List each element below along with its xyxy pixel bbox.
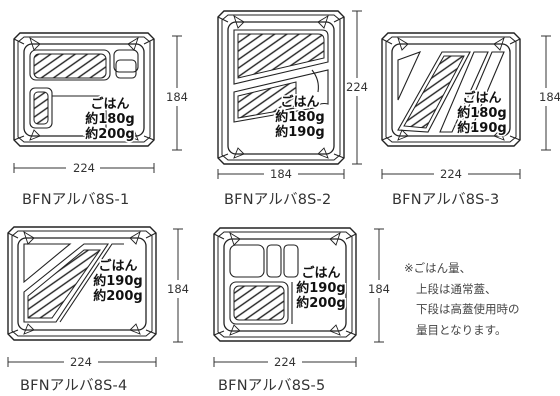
height-dimension — [374, 228, 384, 343]
rice-normal: 約190g — [296, 280, 345, 296]
model-caption: BFNアルバ8S-1 — [22, 192, 130, 208]
height-label: 224 — [346, 80, 368, 94]
container-8s-2: ごはん 約180g 約190g 184 224 — [217, 10, 368, 181]
rice-title: ごはん — [90, 96, 129, 112]
width-dimension — [7, 357, 157, 367]
rice-tall: 約190g — [275, 124, 324, 140]
model-caption: BFNアルバ8S-5 — [218, 378, 326, 394]
model-caption: BFNアルバ8S-3 — [392, 192, 500, 208]
width-dimension — [13, 163, 155, 173]
width-label: 224 — [440, 167, 462, 181]
width-label: 224 — [73, 161, 95, 175]
width-dimension — [213, 357, 357, 367]
height-label: 184 — [539, 90, 560, 104]
height-label: 184 — [166, 90, 188, 104]
note-line: ※ごはん量、 — [404, 261, 472, 275]
rice-title: ごはん — [280, 94, 319, 110]
compartment-walls — [23, 243, 124, 323]
height-label: 184 — [167, 282, 189, 296]
hatched-region — [33, 53, 107, 79]
model-caption: BFNアルバ8S-2 — [224, 192, 332, 208]
container-8s-3: ごはん 約180g 約190g 224 184 — [381, 32, 560, 181]
height-dimension — [352, 10, 362, 165]
note-line: 下段は高蓋使用時の — [416, 302, 520, 316]
width-label: 184 — [270, 167, 292, 181]
compartment-walls — [397, 51, 505, 133]
width-label: 224 — [274, 355, 296, 369]
tray-outline — [381, 32, 521, 147]
height-dimension — [173, 228, 183, 343]
rice-title: ごはん — [301, 265, 340, 281]
width-dimension — [217, 169, 345, 179]
height-dimension — [172, 35, 182, 151]
rice-tall: 約200g — [93, 288, 142, 304]
tray-outline — [213, 227, 357, 342]
rice-tall: 約200g — [85, 126, 134, 142]
hatched-region — [403, 55, 465, 129]
width-label: 224 — [70, 355, 92, 369]
hatched-region — [237, 81, 297, 119]
rice-title: ごはん — [462, 90, 501, 106]
model-caption: BFNアルバ8S-4 — [20, 378, 128, 394]
tray-outline — [13, 32, 155, 147]
note-line: 量目となります。 — [416, 322, 507, 337]
rice-normal: 約190g — [93, 273, 142, 289]
tray-outline — [7, 226, 157, 341]
height-dimension — [541, 35, 551, 151]
hatched-region — [33, 91, 49, 125]
tray-outline — [217, 10, 345, 165]
hatched-region — [237, 33, 325, 79]
compartment-walls — [229, 244, 299, 325]
container-8s-1: ごはん 約180g 約200g 224 184 — [13, 32, 188, 175]
rice-normal: 約180g — [275, 109, 324, 125]
container-8s-4: ごはん 約190g 約200g 224 184 — [7, 226, 189, 369]
rice-normal: 約180g — [85, 111, 134, 127]
compartment-walls — [233, 29, 329, 123]
rice-tall: 約200g — [296, 295, 345, 311]
hatched-region — [233, 285, 285, 321]
height-label: 184 — [368, 282, 390, 296]
container-8s-5: ごはん 約190g 約200g 224 184 — [213, 227, 390, 369]
rice-title: ごはん — [98, 258, 137, 274]
width-dimension — [381, 169, 521, 179]
note-line: 上段は通常蓋、 — [416, 281, 497, 296]
hatched-region — [27, 249, 101, 319]
rice-amount-note: ※ごはん量、 上段は通常蓋、 下段は高蓋使用時の 量目となります。 — [404, 258, 520, 340]
rice-normal: 約180g — [457, 105, 506, 121]
rice-tall: 約190g — [457, 120, 506, 136]
compartment-walls — [29, 49, 139, 129]
